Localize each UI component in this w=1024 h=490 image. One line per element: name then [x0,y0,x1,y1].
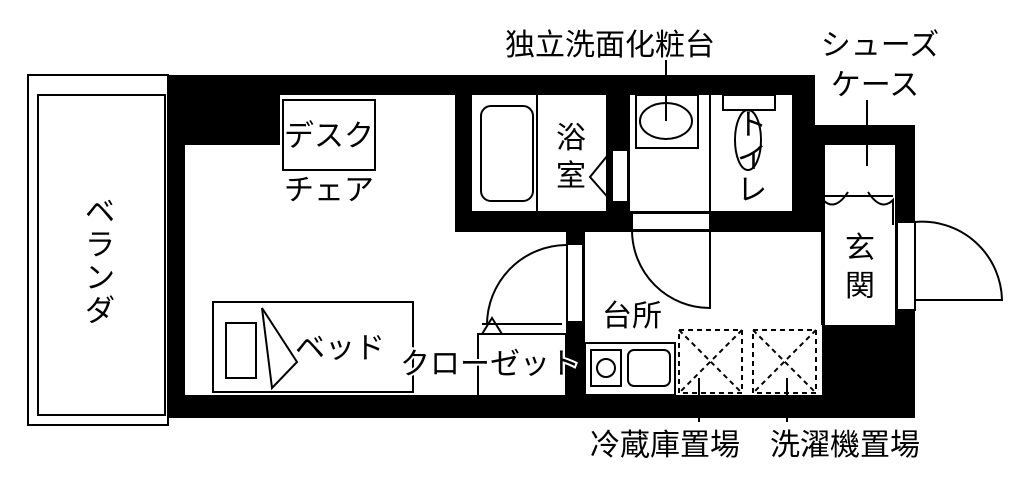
blanket [261,307,299,391]
main-room [185,95,566,395]
front-door-swing [914,220,1004,301]
entrance-label: 玄 [845,231,875,266]
bathroom-door [611,149,629,203]
shoe-case-callout: シューズ [821,28,940,63]
bed-label: ベッド [295,331,385,366]
washroom-door-swing [631,229,711,310]
kitchen-label: 台所 [602,299,662,334]
veranda-label: ベ [85,195,115,230]
vanity-callout: 独立洗面化粧台 [505,28,715,63]
room-door [566,243,584,323]
desk-label: デスク [284,119,374,154]
kitchen-counter [584,342,676,396]
bed [212,301,414,393]
desk [282,99,376,171]
bathtub [480,105,534,202]
toilet-label: ト [737,108,767,143]
chair-label: チェア [284,173,374,208]
entrance-label: 関 [845,269,875,304]
veranda-label: ラ [85,228,115,263]
veranda: ベ ラ ン ダ [27,74,169,426]
pillow [225,322,257,379]
room-door-swing [486,244,567,326]
washroom-door [631,212,711,231]
fridge-space [678,329,743,394]
front-door [896,221,916,311]
stove [590,349,622,387]
kitchen [585,232,822,395]
washer-space [752,329,817,394]
toilet-room [710,95,792,211]
bathroom-label: 室 [556,159,586,194]
bathroom [472,95,606,211]
fridge-space-callout: 冷蔵庫置場 [590,428,740,463]
toilet-label: レ [737,173,767,208]
washroom [630,95,710,211]
entrance [825,145,895,325]
closet [477,333,567,397]
veranda-label: ダ [85,294,115,329]
washer-space-callout: 洗濯機置場 [770,428,920,463]
bathroom-label: 浴 [556,121,586,156]
burner-icon [596,358,616,378]
veranda-label: ン [85,261,115,296]
toilet-label: イ [737,141,767,176]
toilet-bowl-icon [734,109,762,171]
bathroom-door-swing [588,149,613,203]
kitchen-sink [627,349,671,387]
shoe-case-callout: ケース [831,68,920,103]
closet-label: クローゼット [400,347,580,382]
